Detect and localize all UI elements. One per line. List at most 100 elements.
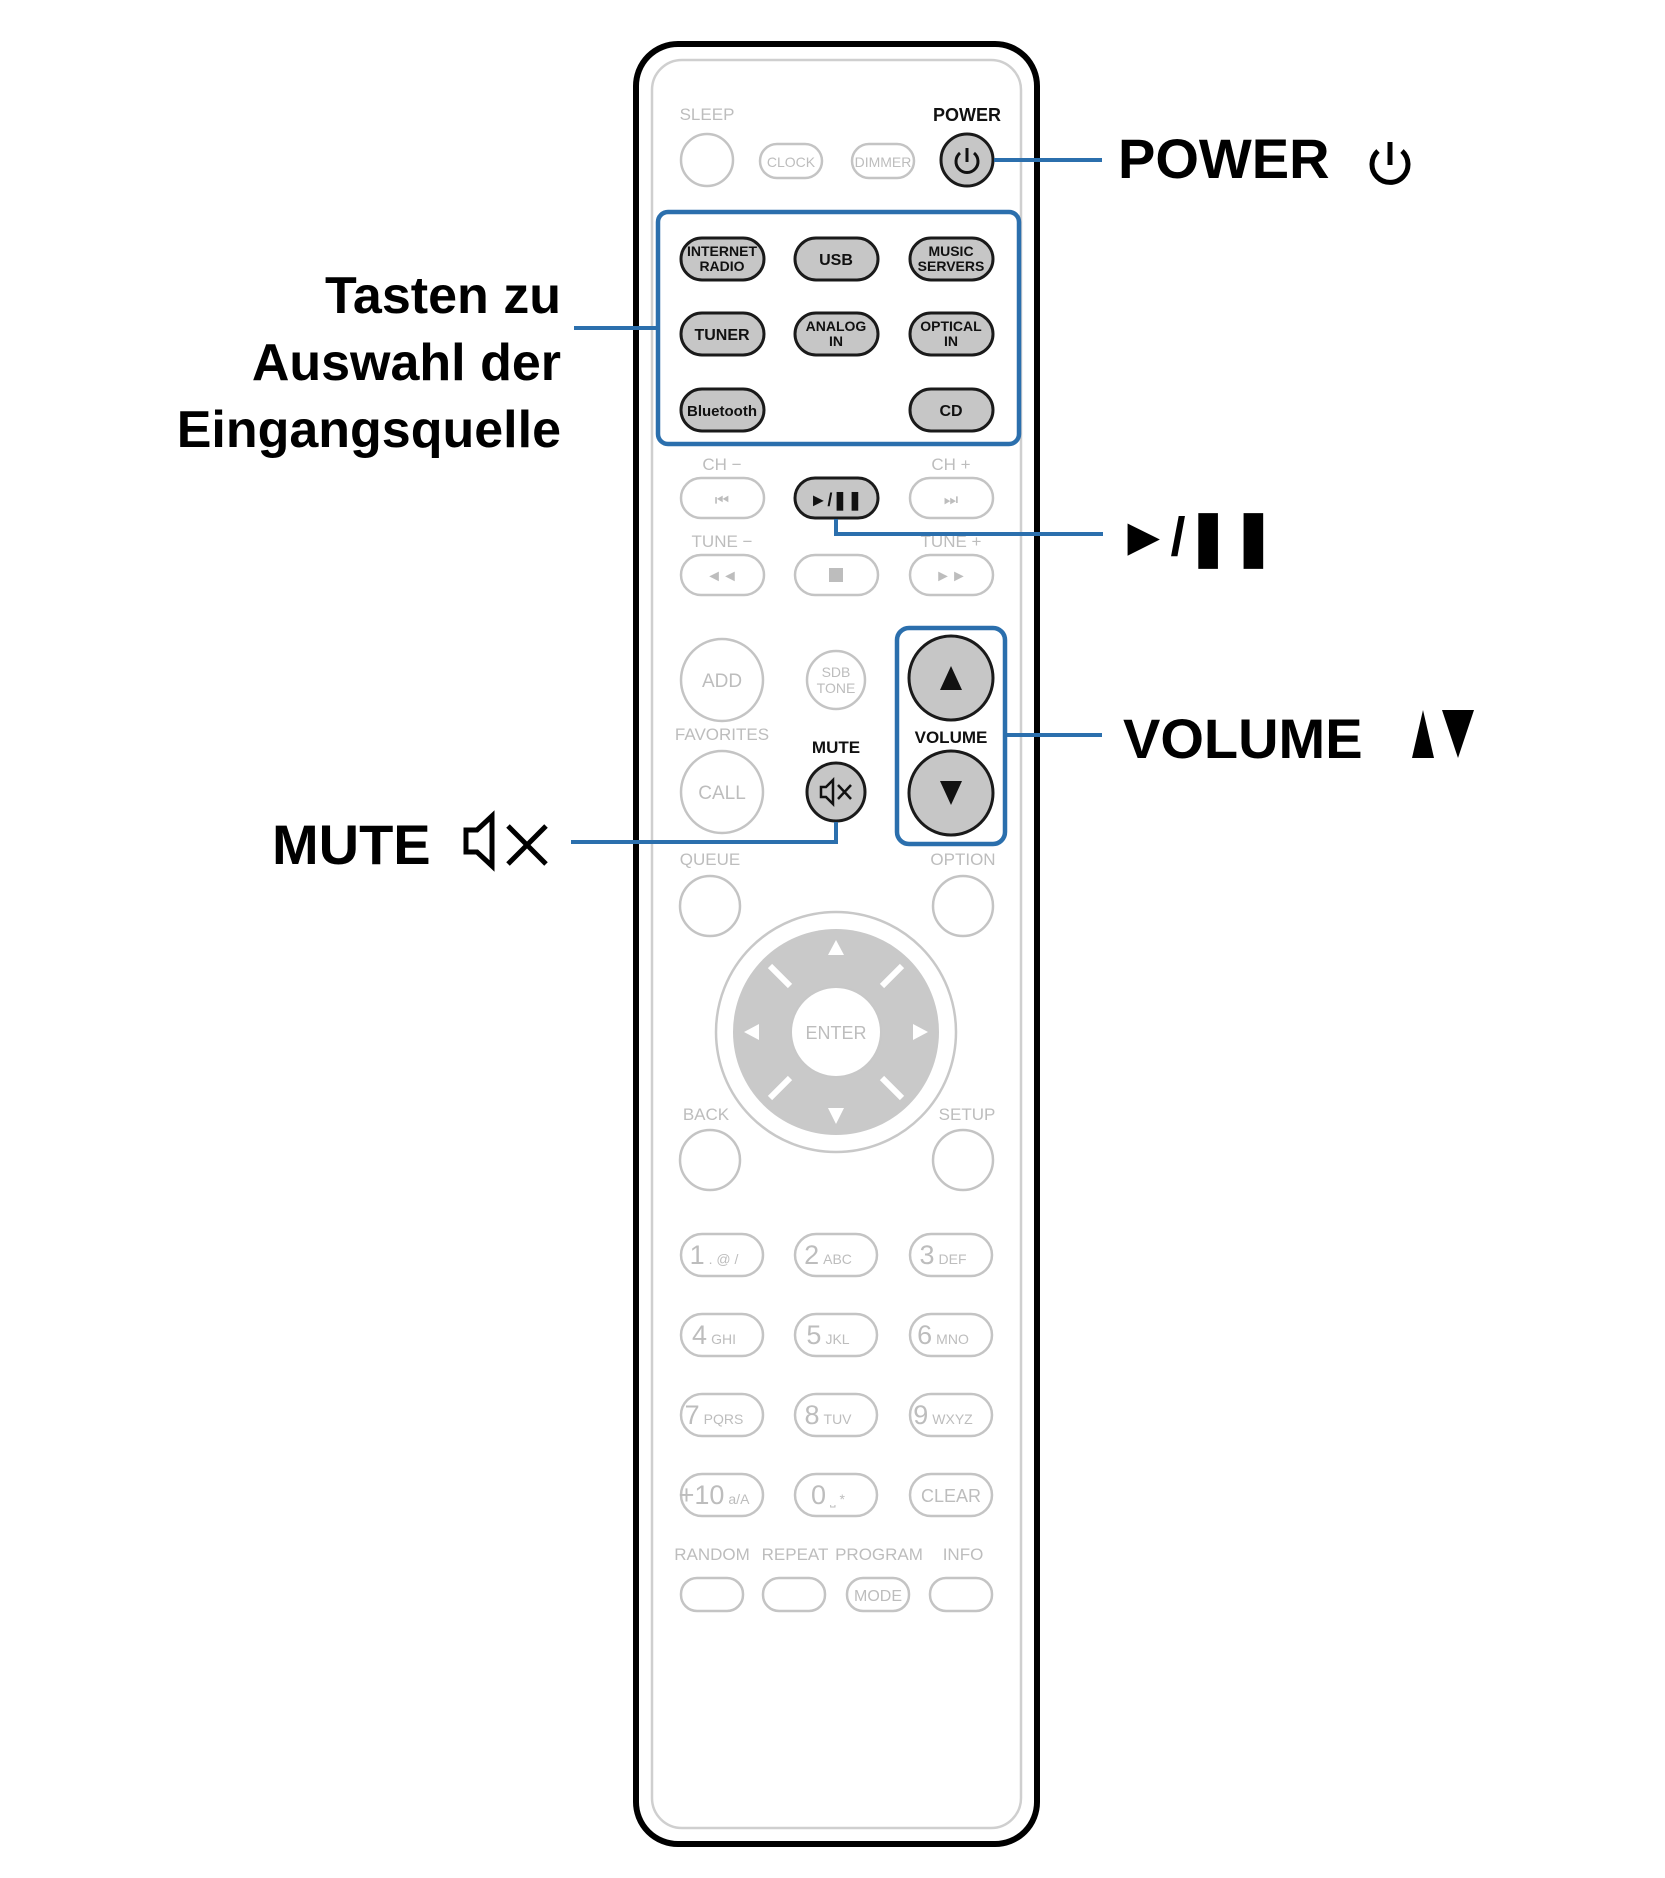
internet-radio-button[interactable] — [679, 236, 766, 282]
numpad-key[interactable] — [679, 1392, 765, 1438]
add-label: ADD — [702, 671, 742, 692]
numpad-key[interactable] — [793, 1472, 879, 1518]
favorites-label: FAVORITES — [675, 725, 769, 744]
stop-button[interactable] — [793, 553, 880, 597]
call-button[interactable] — [679, 749, 765, 835]
power-callout-text: POWER — [1118, 127, 1330, 190]
optical-in-label-1: OPTICAL — [920, 318, 982, 334]
back-button[interactable] — [678, 1128, 742, 1192]
skip-back-button[interactable] — [679, 476, 766, 520]
nav-down-icon[interactable] — [828, 1108, 844, 1124]
power-label: POWER — [933, 105, 1001, 125]
numpad-key[interactable] — [908, 1472, 994, 1518]
rewind-icon: ◄◄ — [706, 568, 738, 585]
optical-in-label-2: IN — [944, 333, 958, 349]
play-pause-button[interactable] — [793, 476, 880, 520]
source-callout-line3: Eingangsquelle — [177, 401, 561, 459]
program-label: PROGRAM — [835, 1545, 923, 1564]
call-label: CALL — [698, 783, 746, 804]
mode-label: MODE — [854, 1588, 902, 1605]
tuner-label: TUNER — [694, 327, 750, 344]
numpad-key[interactable] — [793, 1392, 879, 1438]
program-mode-button[interactable] — [845, 1576, 911, 1613]
mute-icon — [819, 776, 852, 808]
mute-callout-line — [571, 822, 838, 844]
rewind-button[interactable] — [679, 553, 766, 597]
numpad-key[interactable] — [908, 1392, 994, 1438]
setup-button[interactable] — [931, 1128, 995, 1192]
stop-icon — [829, 568, 843, 582]
fast-forward-button[interactable] — [908, 553, 995, 597]
power-icon — [954, 148, 980, 174]
queue-label: QUEUE — [680, 850, 740, 869]
enter-label: ENTER — [805, 1023, 866, 1043]
volume-up-callout-icon — [1412, 710, 1434, 758]
numpad-key[interactable] — [679, 1472, 765, 1518]
power-callout-icon — [1369, 142, 1411, 185]
sleep-button[interactable] — [679, 132, 735, 188]
nav-left-icon[interactable] — [744, 1024, 759, 1040]
sdb-tone-label-2: TONE — [817, 680, 856, 696]
numpad-key[interactable] — [679, 1312, 765, 1358]
add-button[interactable] — [679, 637, 765, 723]
volume-up-icon — [940, 666, 962, 690]
nav-right-icon[interactable] — [913, 1024, 928, 1040]
skip-forward-icon: ⏭ — [944, 492, 958, 509]
bluetooth-button[interactable] — [679, 387, 766, 433]
play-pause-callout-line — [834, 519, 1103, 536]
internet-radio-label-1: INTERNET — [687, 243, 757, 259]
nav-divider-nw — [767, 963, 793, 989]
info-label: INFO — [943, 1545, 984, 1564]
music-servers-label-2: SERVERS — [918, 258, 985, 274]
sdb-tone-button[interactable] — [805, 649, 867, 711]
dimmer-label: DIMMER — [855, 154, 912, 170]
volume-callout-text: VOLUME — [1123, 707, 1363, 770]
nav-divider-ne — [879, 963, 905, 989]
internet-radio-label-2: RADIO — [699, 258, 744, 274]
clock-button[interactable] — [758, 142, 824, 180]
ch-plus-label: CH + — [931, 455, 970, 474]
skip-back-icon: ⏮ — [715, 492, 729, 509]
remote-inner-body — [650, 58, 1023, 1830]
volume-down-callout-icon — [1442, 710, 1474, 758]
random-button[interactable] — [679, 1576, 745, 1613]
analog-in-label-2: IN — [829, 333, 843, 349]
optical-in-button[interactable] — [908, 311, 995, 357]
mute-label: MUTE — [812, 738, 860, 757]
music-servers-button[interactable] — [908, 236, 995, 282]
dimmer-button[interactable] — [850, 142, 916, 180]
bluetooth-label: Bluetooth — [687, 403, 757, 420]
volume-down-icon — [940, 781, 962, 805]
option-button[interactable] — [931, 874, 995, 938]
queue-button[interactable] — [678, 874, 742, 938]
repeat-button[interactable] — [761, 1576, 827, 1613]
cd-label: CD — [939, 403, 962, 420]
analog-in-button[interactable] — [793, 311, 880, 357]
option-label: OPTION — [930, 850, 995, 869]
mute-button[interactable] — [805, 761, 867, 823]
nav-divider-sw — [767, 1075, 793, 1101]
numpad-key[interactable] — [908, 1312, 994, 1358]
nav-up-icon[interactable] — [828, 940, 844, 955]
ch-minus-label: CH − — [702, 455, 741, 474]
analog-in-label-1: ANALOG — [806, 318, 867, 334]
repeat-label: REPEAT — [762, 1545, 829, 1564]
play-pause-icon: ►/❚❚ — [810, 490, 863, 511]
clock-label: CLOCK — [767, 154, 816, 170]
cd-button[interactable] — [908, 387, 995, 433]
numpad-key[interactable] — [908, 1232, 994, 1278]
numpad-key[interactable] — [679, 1232, 765, 1278]
music-servers-label-1: MUSIC — [928, 243, 973, 259]
info-button[interactable] — [928, 1576, 994, 1613]
back-label: BACK — [683, 1105, 730, 1124]
numpad-key[interactable] — [793, 1232, 879, 1278]
tuner-button[interactable] — [679, 311, 766, 357]
enter-button[interactable] — [790, 986, 882, 1078]
skip-forward-button[interactable] — [908, 476, 995, 520]
usb-label: USB — [819, 252, 853, 269]
numpad-key[interactable] — [793, 1312, 879, 1358]
fast-forward-icon: ►► — [935, 568, 967, 585]
sleep-label: SLEEP — [680, 105, 735, 124]
usb-button[interactable] — [793, 236, 880, 282]
